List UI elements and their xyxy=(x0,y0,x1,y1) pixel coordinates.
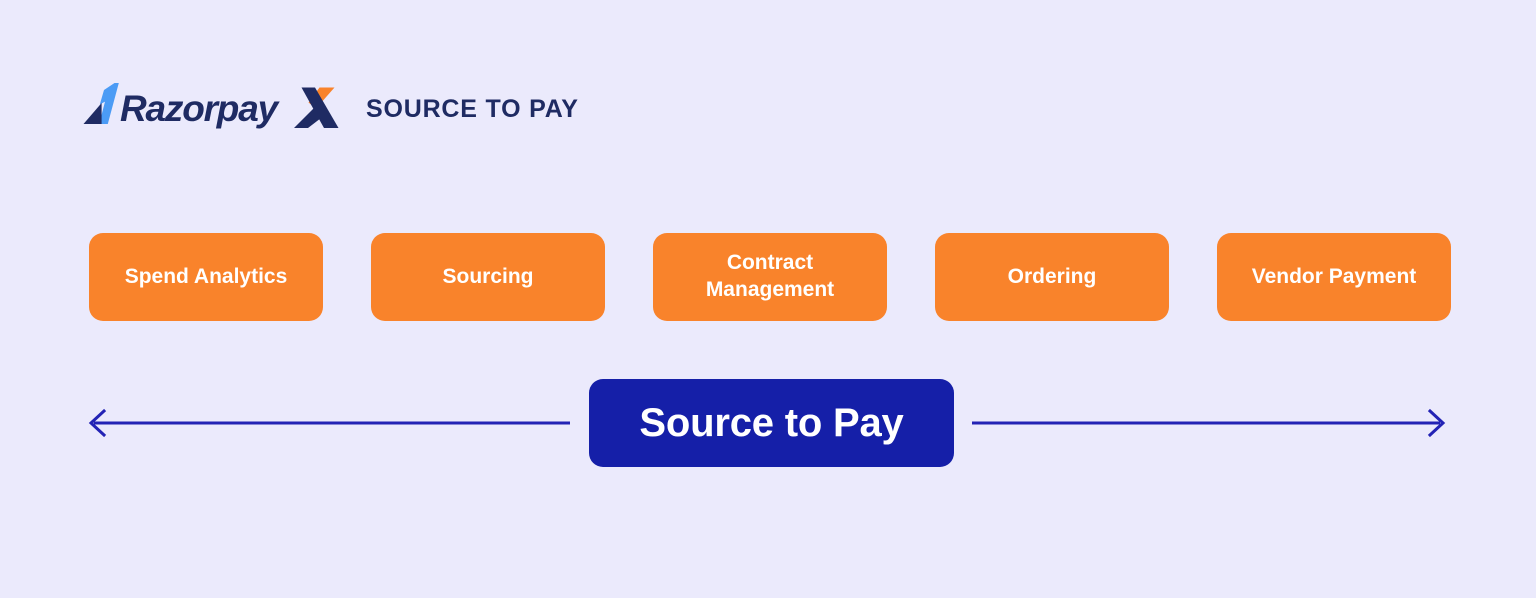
stage-chip-spend-analytics[interactable]: Spend Analytics xyxy=(89,233,323,321)
summary-pill-label: Source to Pay xyxy=(639,401,904,445)
stage-chip-sourcing[interactable]: Sourcing xyxy=(371,233,605,321)
brand-tagline: SOURCE TO PAY xyxy=(366,94,579,123)
brand-lockup: Razorpay SOURCE TO PAY xyxy=(82,78,579,136)
stage-chip-ordering[interactable]: Ordering xyxy=(935,233,1169,321)
stage-chip-contract-management[interactable]: Contract Management xyxy=(653,233,887,321)
razorpayx-logo: Razorpay xyxy=(83,83,339,129)
right-arrow-icon xyxy=(972,408,1446,438)
summary-pill[interactable]: Source to Pay xyxy=(589,379,954,467)
stage-chip-vendor-payment[interactable]: Vendor Payment xyxy=(1217,233,1451,321)
stage-chip-row: Spend Analytics Sourcing Contract Manage… xyxy=(89,233,1451,321)
left-arrow-icon xyxy=(88,408,570,438)
summary-band: Source to Pay xyxy=(0,379,1536,467)
svg-text:Razorpay: Razorpay xyxy=(120,88,281,129)
